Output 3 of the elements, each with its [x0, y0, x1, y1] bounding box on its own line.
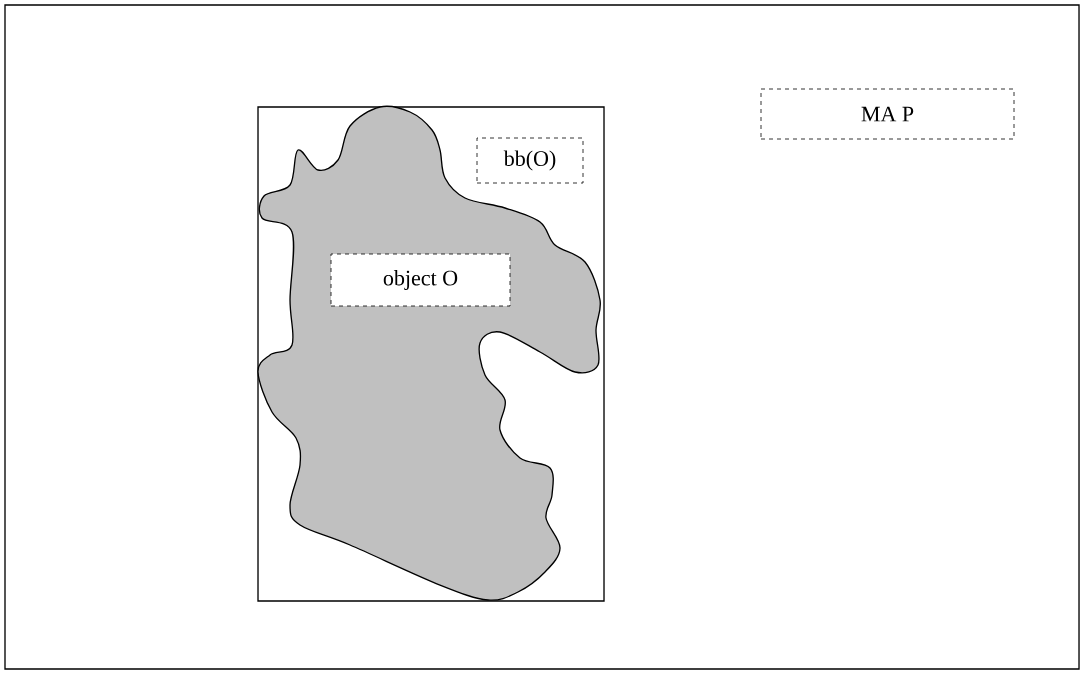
dashed-label: object O: [330, 253, 511, 307]
dashed-label: MA P: [760, 88, 1015, 140]
dashed-label: bb(O): [476, 137, 584, 184]
